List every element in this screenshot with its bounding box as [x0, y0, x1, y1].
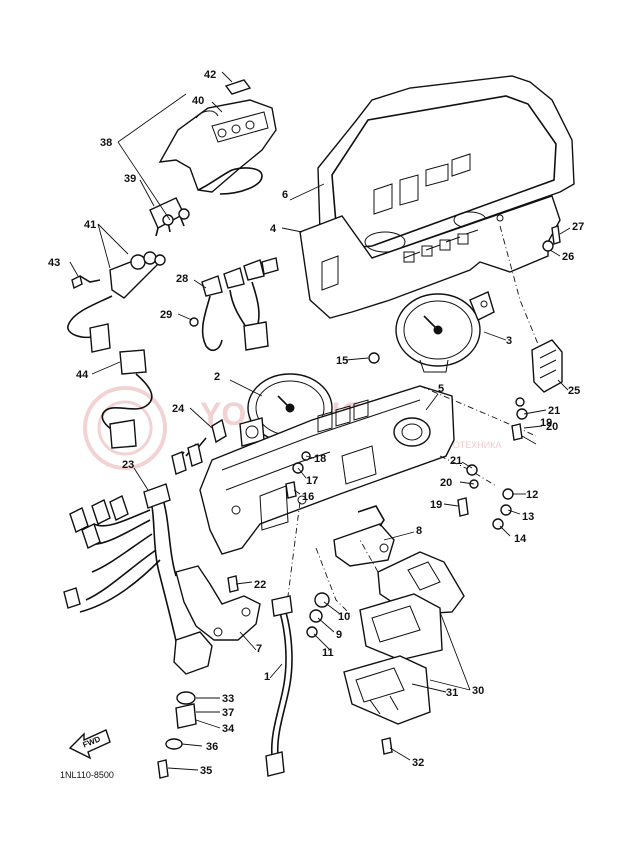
leader-lines: [69, 71, 571, 771]
diagram-part-number: 1NL110-8500: [60, 770, 114, 780]
speedometer-cable: [265, 595, 293, 777]
callout-3: 3: [506, 335, 512, 347]
callout-13: 13: [522, 511, 534, 523]
lamp-unit: [211, 418, 227, 444]
callout-20: 20: [546, 421, 558, 433]
callout-16: 16: [302, 491, 314, 503]
meter-bracket: [333, 505, 395, 567]
callout-10: 10: [338, 611, 350, 623]
callout-2: 2: [214, 371, 220, 383]
indicator-unit: [531, 339, 563, 393]
callouts: 1 2 3 4 5 6 7 8 9 10 11 12 13 14 15 16 1…: [48, 69, 584, 777]
callout-15: 15: [336, 355, 348, 367]
callout-19-lower: 19: [430, 499, 442, 511]
callout-11: 11: [322, 647, 334, 659]
meter-case: [299, 195, 561, 319]
callout-39: 39: [124, 173, 136, 185]
meter-housing: [317, 75, 575, 263]
callout-30: 30: [472, 685, 484, 697]
callout-8: 8: [416, 525, 422, 537]
callout-28: 28: [176, 273, 188, 285]
alignment-lines: [287, 225, 539, 617]
callout-26: 26: [562, 251, 574, 263]
tachometer: [395, 291, 495, 373]
indicator-harness: [67, 251, 166, 353]
callout-37: 37: [222, 707, 234, 719]
callout-25: 25: [568, 385, 580, 397]
meter-stay: [175, 565, 261, 641]
callout-40: 40: [192, 95, 204, 107]
callout-33: 33: [222, 693, 234, 705]
callout-27: 27: [572, 221, 584, 233]
callout-21-lower: 21: [450, 455, 462, 467]
callout-32: 32: [412, 757, 424, 769]
callout-36: 36: [206, 741, 218, 753]
callout-24: 24: [172, 403, 185, 415]
connector-harness: [101, 349, 153, 449]
callout-42: 42: [204, 69, 216, 81]
callout-4: 4: [270, 223, 277, 235]
callout-14: 14: [514, 533, 527, 545]
callout-22: 22: [254, 579, 266, 591]
callout-20-lower: 20: [440, 477, 452, 489]
callout-12: 12: [526, 489, 538, 501]
bulb-sockets: [149, 197, 190, 237]
callout-19: 19: [540, 417, 552, 429]
callout-35: 35: [200, 765, 212, 777]
callout-7: 7: [256, 643, 262, 655]
callout-6: 6: [282, 189, 288, 201]
callout-31: 31: [446, 687, 458, 699]
forward-arrow: FWD: [68, 729, 111, 760]
fasteners: [157, 225, 561, 779]
callout-21: 21: [548, 405, 560, 417]
rubber-cap: [224, 79, 252, 95]
main-wire-harness: [63, 437, 213, 675]
callout-23: 23: [122, 459, 134, 471]
meter-lead-harness: [189, 257, 279, 352]
indicator-cover: [158, 99, 277, 195]
callout-34: 34: [222, 723, 235, 735]
callout-29: 29: [160, 309, 172, 321]
callout-41: 41: [84, 219, 96, 231]
handlebar-switch: [343, 551, 465, 725]
callout-9: 9: [336, 629, 342, 641]
callout-17: 17: [306, 475, 318, 487]
callout-43: 43: [48, 257, 60, 269]
callout-44: 44: [76, 369, 89, 381]
callout-1: 1: [264, 671, 270, 683]
callout-38: 38: [100, 137, 112, 149]
callout-18: 18: [314, 453, 326, 465]
callout-5: 5: [438, 383, 444, 395]
